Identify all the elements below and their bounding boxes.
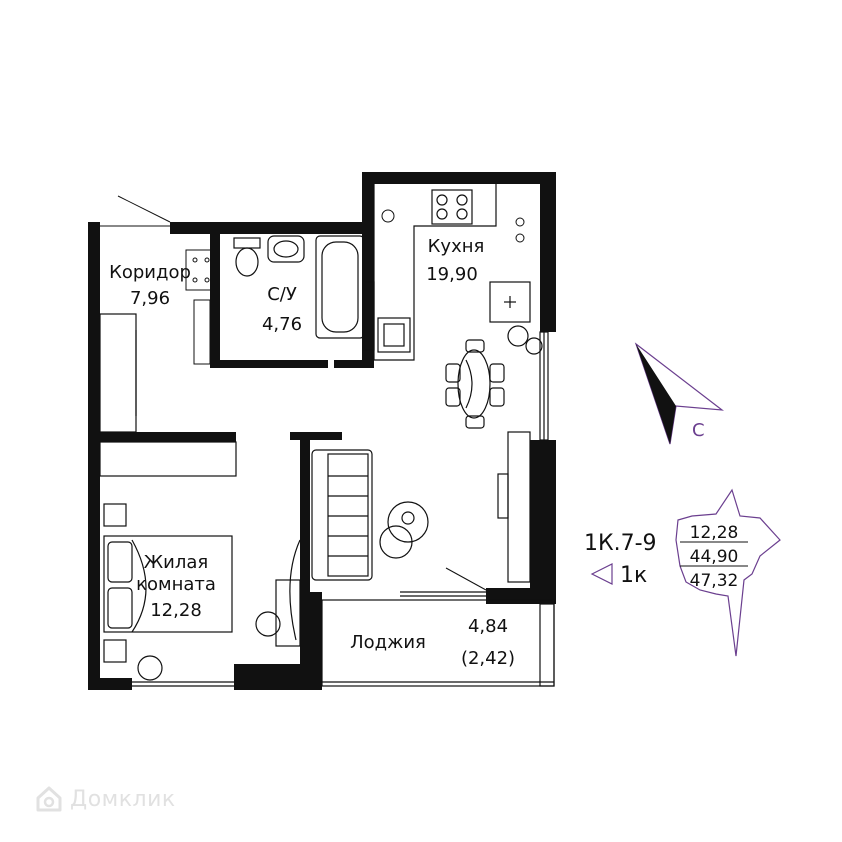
unit-type: 1к [620,563,647,588]
loggia-area: 4,84 [468,616,508,637]
unit-code: 1К.7-9 [584,531,657,556]
kitchen-area: 19,90 [426,264,478,285]
loggia-frame [132,591,555,687]
loggia-name: Лоджия [350,632,426,653]
walls [88,172,556,690]
corridor-name: Коридор [109,262,191,283]
shoe-rack [193,299,211,365]
triangle-marker-icon [590,563,613,585]
wardrobe [99,313,237,477]
kitchen-window [539,331,549,441]
stamp-living-area: 12,28 [690,523,739,543]
entrance-door [96,195,171,227]
stamp-useful-area: 44,90 [690,547,739,567]
domclick-logo-icon [36,786,62,812]
compass-label: С [692,420,705,441]
kitchen-name: Кухня [428,236,485,257]
stamp-total-area: 47,32 [690,571,739,591]
living-name-line2: комната [136,574,216,595]
area-stamp: 12,28 44,90 47,32 [675,488,781,657]
living-area: 12,28 [150,600,202,621]
compass: С [634,342,724,445]
loggia-door [445,567,487,591]
bathroom-area: 4,76 [262,314,302,335]
watermark-text: Домклик [70,786,176,812]
living-name-line1: Жилая [144,552,208,573]
corridor-area: 7,96 [130,288,170,309]
living-fixtures [103,431,531,681]
bathroom-name: С/У [267,284,297,305]
unit-info: 1К.7-9 1к [584,531,657,588]
star-stamp-icon [675,488,781,657]
corridor-pouf [185,249,217,291]
kitchen-fixtures [363,184,543,429]
room-labels: Коридор 7,96 С/У 4,76 Кухня 19,90 Жилая … [109,236,515,669]
watermark: Домклик [34,784,176,814]
loggia-area-reduced: (2,42) [461,648,515,669]
north-arrow-icon [634,342,724,445]
kitchen-decor [381,209,525,243]
